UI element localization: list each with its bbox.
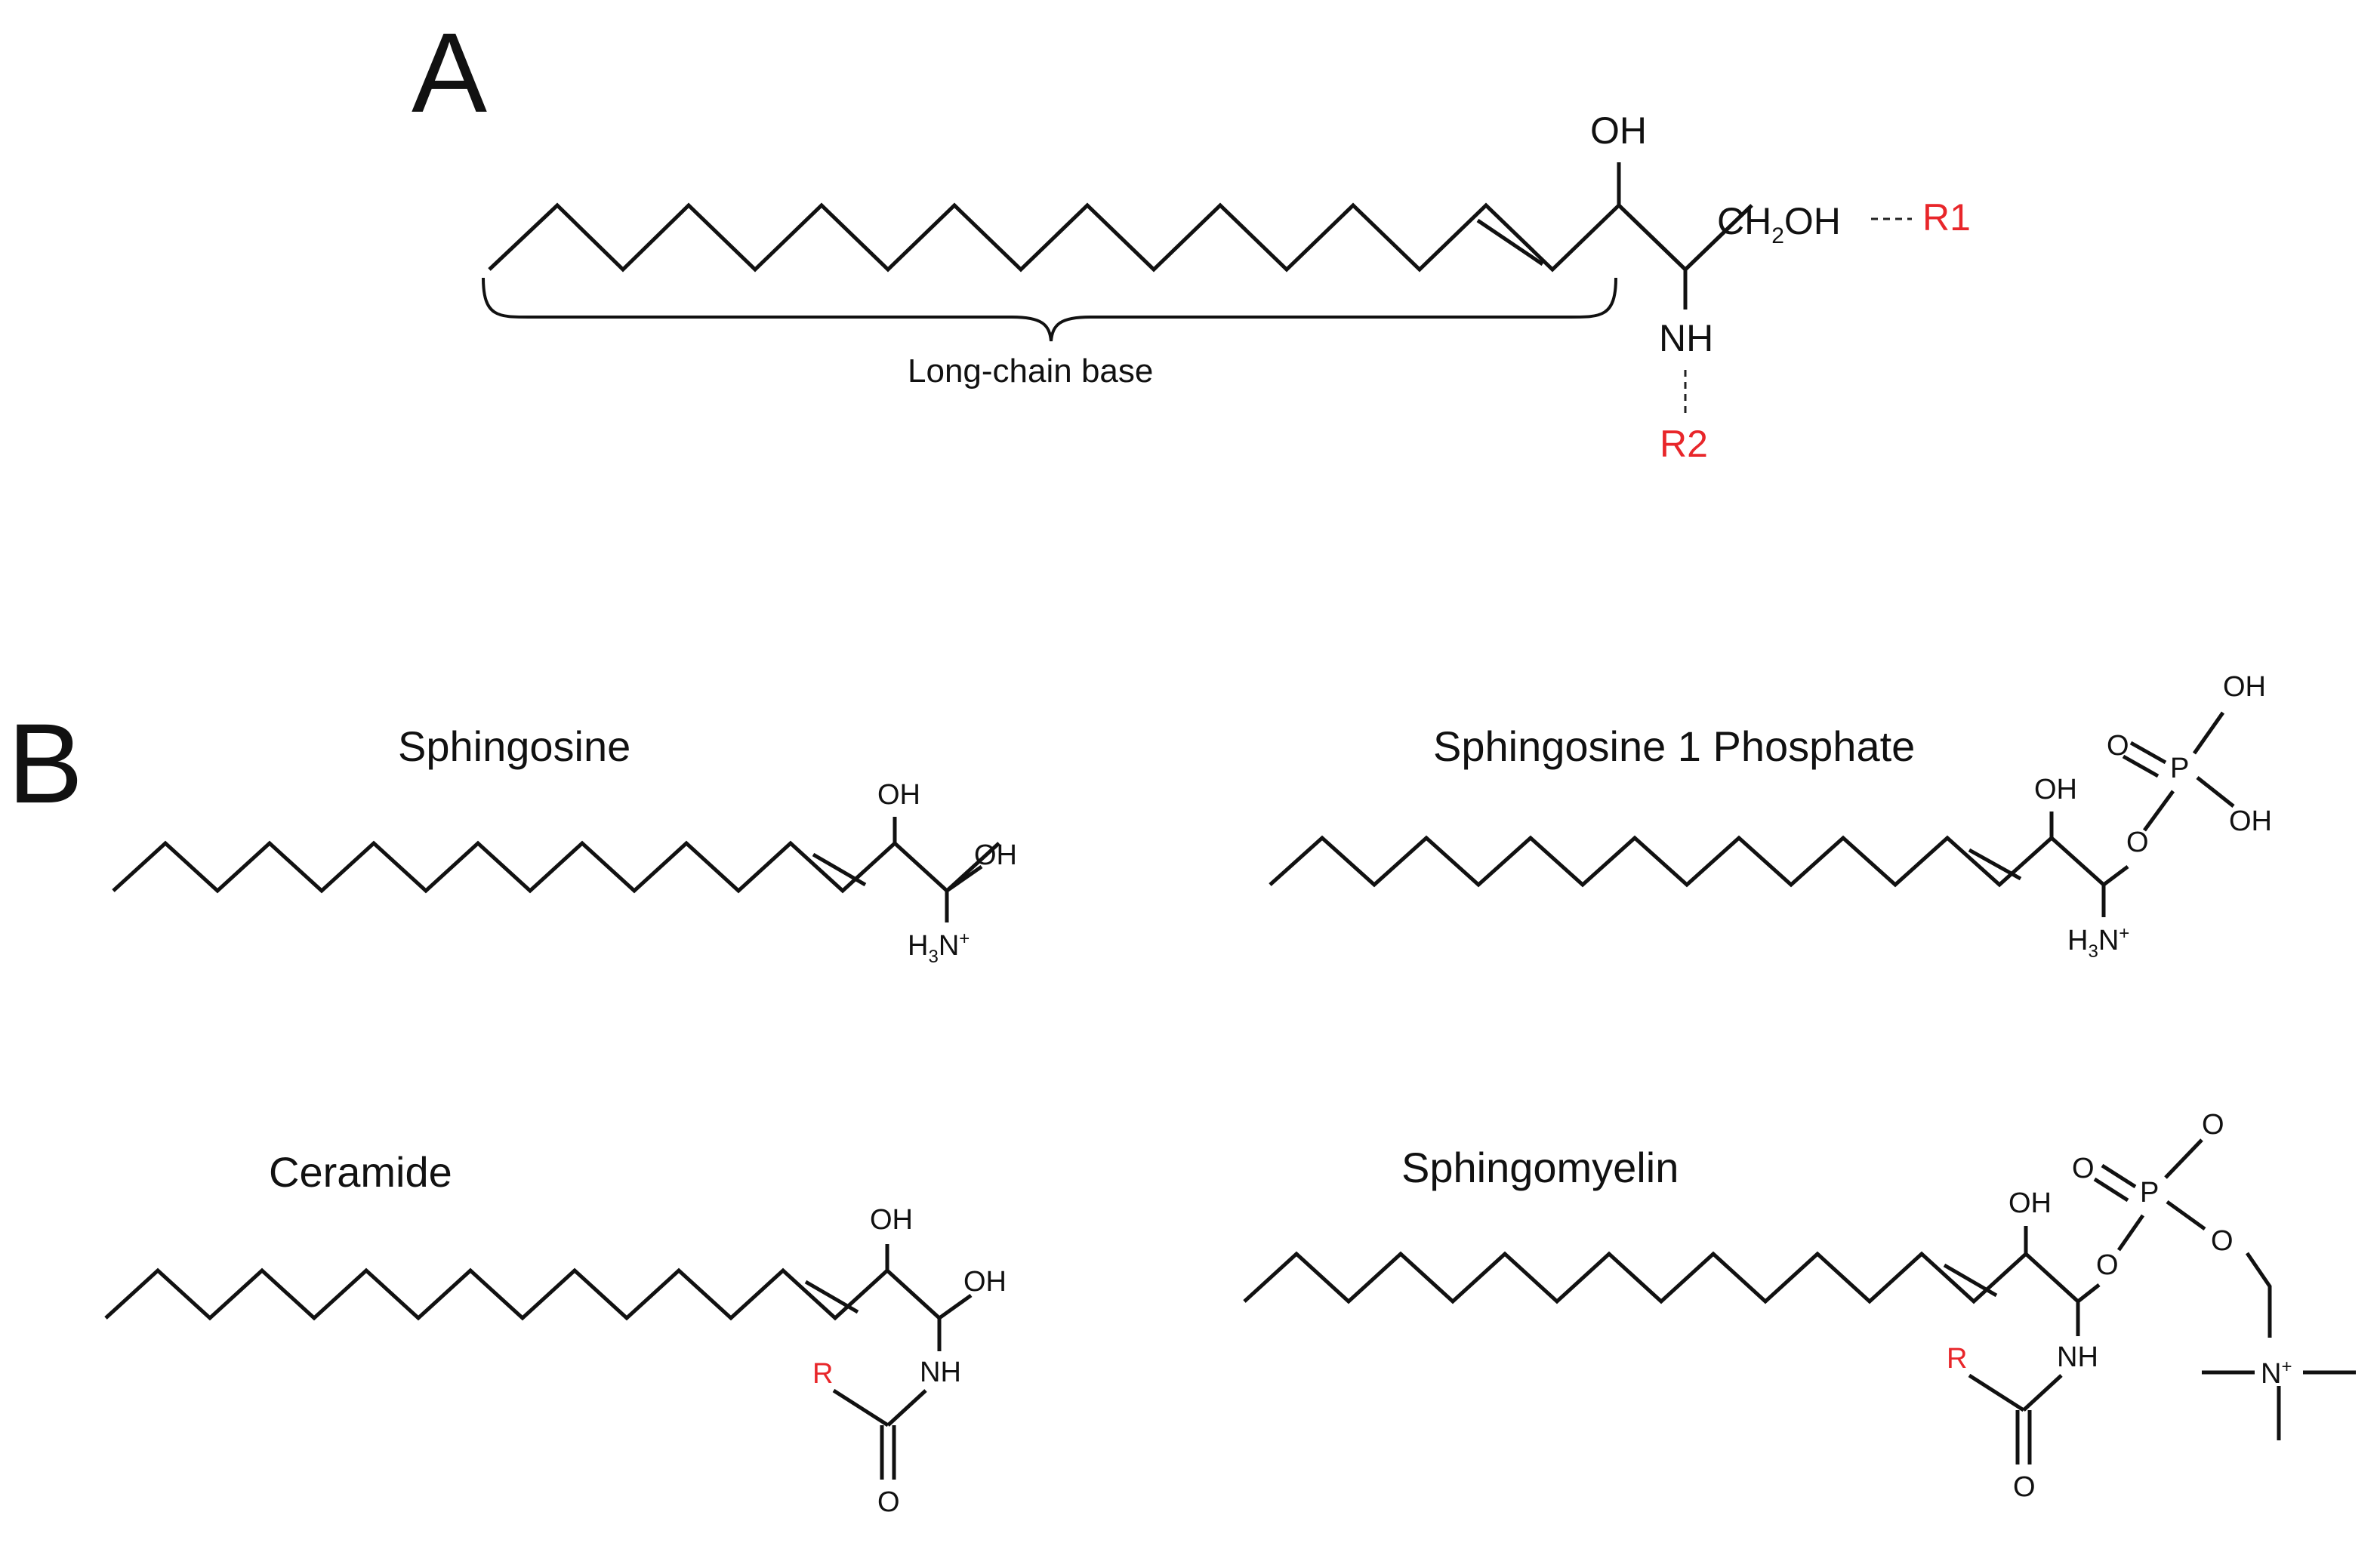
sphingomyelin-p: P (2140, 1177, 2159, 1209)
ceramide-rc-bond (832, 1388, 889, 1428)
s1p-p: P (2170, 753, 2189, 784)
sphingosine-chain (112, 840, 1000, 894)
sphingomyelin-nh: NH (2057, 1341, 2098, 1373)
ceramide-title: Ceramide (269, 1148, 452, 1196)
s1p-oh-p2: OH (2229, 805, 2272, 837)
sphingomyelin-o-double: O (2072, 1153, 2095, 1184)
s1p-oh-top: OH (2034, 774, 2077, 805)
panel-a-oh: OH (1590, 109, 1647, 152)
sphingosine-oh2-bond (945, 864, 983, 893)
ceramide-oh-top: OH (870, 1204, 913, 1236)
ceramide-double-bond (804, 1280, 859, 1314)
sphingomyelin-rc-bond (1968, 1373, 2025, 1412)
sphingomyelin-oh-top: OH (2009, 1187, 2052, 1219)
panel-a-nh: NH (1659, 317, 1713, 359)
s1p-double-bond (1968, 848, 2022, 881)
panel-a: A OH CH2OH R1 NH R2 Long-chain base (412, 9, 1971, 465)
panel-a-brace (482, 277, 1617, 342)
sphingosine-oh-right: OH (974, 839, 1017, 871)
sphingomyelin-n-plus: N+ (2261, 1357, 2292, 1390)
s1p-o-double: O (2107, 730, 2129, 762)
panel-a-ch2oh: CH2OH (1717, 200, 1841, 248)
sphingosine-double-bond (812, 852, 867, 887)
sphingomyelin-structure: Sphingomyelin OH O P O O O N+ (1243, 1109, 2356, 1503)
s1p-o-bond (2102, 865, 2129, 886)
sphingomyelin-po-minus-bond (2164, 1138, 2203, 1179)
sphingosine-structure: Sphingosine OH OH H3N+ (112, 722, 1017, 967)
sphingomyelin-o: O (2013, 1471, 2036, 1503)
s1p-o-link: O (2126, 827, 2149, 858)
sphingosine-title: Sphingosine (398, 722, 630, 770)
sphingomyelin-double-bond (1943, 1263, 1998, 1298)
sphingomyelin-o-ester: O (2211, 1225, 2234, 1257)
s1p-poh2-bond (2196, 776, 2235, 808)
ceramide-chain (104, 1267, 941, 1321)
sphingosine-oh-top: OH (877, 779, 920, 811)
ceramide-oh2-bond (938, 1293, 973, 1320)
sphingomyelin-o-minus: O (2202, 1109, 2224, 1141)
s1p-oh-p1: OH (2223, 671, 2266, 703)
s1p-title: Sphingosine 1 Phosphate (1433, 722, 1915, 770)
s1p-poh1-bond (2192, 711, 2225, 755)
sphingomyelin-choline-bonds (2245, 1252, 2272, 1338)
sphingomyelin-o-link: O (2096, 1249, 2119, 1281)
ceramide-o: O (877, 1486, 900, 1518)
panel-a-double-bond (1476, 218, 1544, 266)
ceramide-oh-right: OH (963, 1266, 1007, 1298)
panel-b-label: B (8, 700, 83, 827)
ceramide-r: R (812, 1358, 833, 1390)
sphingomyelin-po-double-bond-b (2093, 1177, 2129, 1203)
sphingosine-h3n-plus: H3N+ (908, 929, 970, 967)
ceramide-nc-bond (886, 1389, 927, 1427)
panel-a-brace-label: Long-chain base (908, 353, 1153, 390)
panel-b: B Sphingosine OH OH H3N+ Sphingosine 1 P… (8, 671, 2356, 1518)
ceramide-nh: NH (920, 1357, 961, 1388)
sphingomyelin-op-bond (2116, 1214, 2145, 1252)
sphingomyelin-r: R (1947, 1343, 1967, 1375)
s1p-po-double-bond-b (2122, 754, 2160, 778)
sphingomyelin-po-double-bond-a (2101, 1163, 2137, 1189)
s1p-op-bond (2142, 790, 2175, 832)
panel-a-carbon-chain (488, 202, 1753, 273)
s1p-po-double-bond-a (2129, 741, 2167, 765)
s1p-h3n-plus: H3N+ (2067, 923, 2129, 962)
sphingomyelin-o-bond (2076, 1283, 2101, 1303)
sphingomyelin-nc-bond (2022, 1374, 2063, 1412)
s1p-structure: Sphingosine 1 Phosphate OH O P O OH OH H… (1269, 671, 2272, 962)
sphingomyelin-title: Sphingomyelin (1401, 1144, 1679, 1191)
sphingomyelin-chain (1243, 1251, 2079, 1304)
panel-a-label: A (412, 9, 487, 136)
panel-a-r2: R2 (1660, 423, 1708, 465)
panel-a-r1: R1 (1922, 196, 1971, 239)
ceramide-structure: Ceramide OH OH NH R O (104, 1148, 1007, 1518)
sphingomyelin-po-ester-bond (2166, 1200, 2206, 1231)
s1p-chain (1269, 835, 2105, 888)
